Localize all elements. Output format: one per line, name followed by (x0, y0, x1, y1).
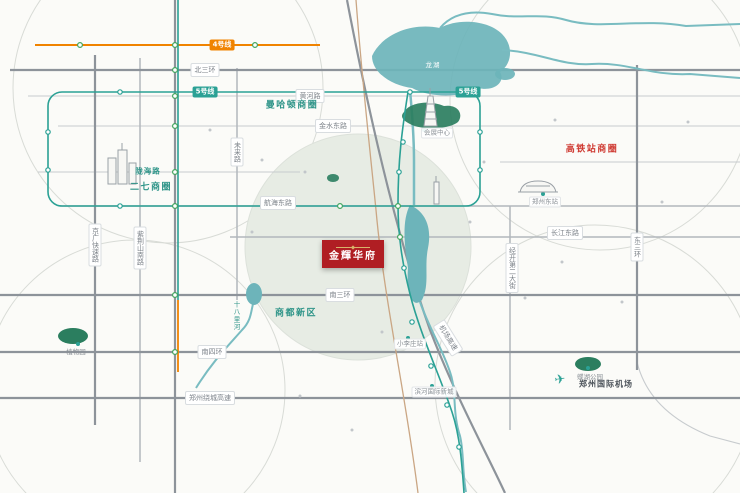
district-label-manhattan: 曼哈顿商圈 (265, 100, 319, 111)
gold-ornament (336, 246, 370, 248)
poi-label-shibalihe-river: 十八里河 (232, 301, 240, 331)
small-tower-illustration (433, 176, 440, 205)
metro-line-4-label: 4号线 (209, 39, 235, 51)
road-label-jingkai-2nd: 经开第二大街 (505, 243, 519, 293)
poi-label-botanical-garden: 植物园 (66, 348, 86, 356)
erqi-towers-illustration (107, 143, 137, 185)
railway-line (355, 0, 419, 493)
metro-line-5-label-west: 5号线 (192, 86, 218, 98)
metro-stations-green (76, 41, 404, 356)
poi-label-diehu-park: 蝶湖公园 (577, 373, 603, 381)
poi-label-exhibition-center: 会展中心 (421, 127, 453, 139)
road-label-north-third-ring: 北三环 (190, 63, 220, 77)
pagoda-tower-illustration (423, 88, 438, 127)
river-south (419, 301, 467, 493)
east-station-illustration (518, 180, 558, 193)
district-label-hsr-station: 高铁站商圈 (565, 144, 619, 155)
road-label-south-third-ring: 南三环 (325, 288, 355, 302)
poi-label-airport: 郑州国际机场 (579, 379, 633, 389)
road-label-south-fourth-ring: 南四环 (197, 345, 227, 359)
road-label-huanghe: 黄河路 (295, 89, 325, 103)
road-label-zijingshan-south: 紫荆山南路 (133, 226, 147, 270)
property-name: 金輝华府 (329, 250, 377, 262)
district-label-erqi: 二七商圈 (129, 182, 173, 193)
water-features (195, 11, 740, 493)
road-label-hanghai-east: 航海东路 (260, 196, 296, 210)
road-label-changjiang-east: 长江东路 (547, 226, 583, 240)
road-label-east-third-ring: 东三环 (630, 232, 644, 262)
property-marker: 金輝华府 (322, 240, 384, 268)
airplane-icon: ✈ (553, 371, 567, 389)
river-northeast (439, 11, 740, 29)
road-label-weilai: 未来路 (230, 137, 244, 167)
river-central (408, 89, 416, 205)
shibalihe-river (195, 295, 257, 389)
longhu-lake (372, 21, 511, 96)
poi-label-binhe-new-town: 滨河国际新城 (411, 386, 457, 398)
diehu-park-area (575, 357, 601, 371)
texture-dots (208, 118, 690, 432)
small-lake (246, 283, 262, 305)
metro-line-5-label-east: 5号线 (455, 86, 481, 98)
road-label-jinshui-east: 金水东路 (315, 119, 351, 133)
botanical-garden-area (58, 328, 88, 344)
road-label-longhai: 陇海路 (135, 166, 161, 176)
minor-roads (28, 95, 740, 445)
wetland-lake (404, 205, 430, 303)
road-label-ring-expressway: 郑州绕城高速 (185, 391, 235, 405)
river-east (501, 49, 740, 79)
road-label-jingguang: 京广快速路 (88, 223, 102, 267)
poi-label-longhu-lake: 龙湖 (425, 61, 441, 69)
poi-label-xiaolizhuang-station: 小李庄站 (394, 338, 426, 350)
district-label-shangdu: 商都新区 (274, 308, 318, 319)
poi-label-east-station: 郑州东站 (529, 196, 561, 208)
metro-airport-line (397, 91, 465, 493)
